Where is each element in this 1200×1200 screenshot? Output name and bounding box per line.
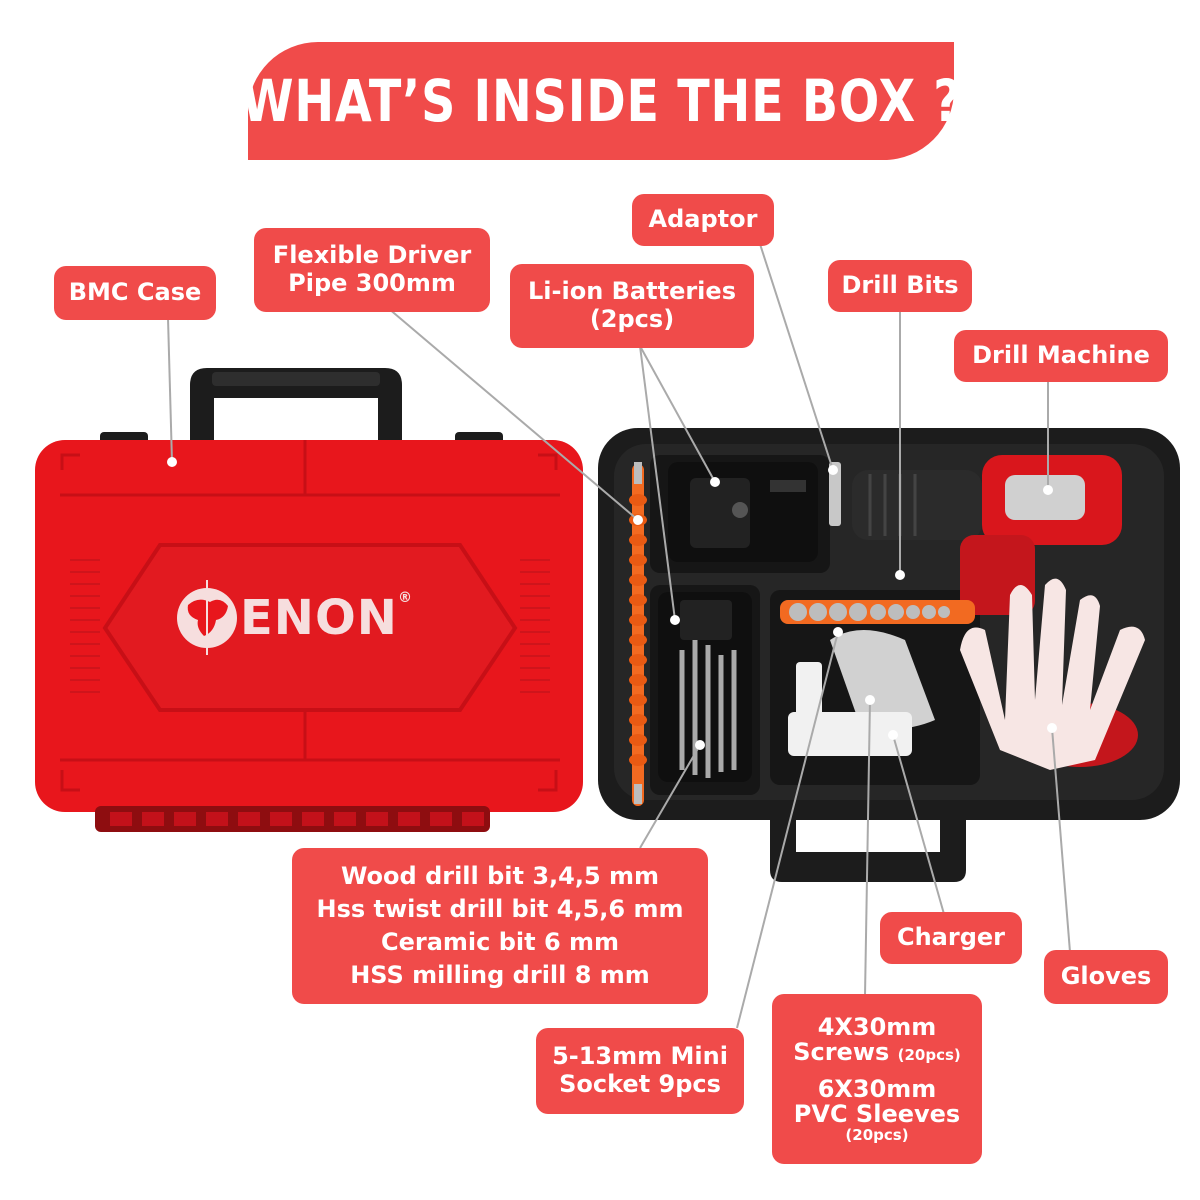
label-bmc-case: BMC Case <box>54 266 216 320</box>
open-case-handle <box>770 805 966 882</box>
label-mini-socket: 5-13mm Mini Socket 9pcs <box>536 1028 744 1114</box>
adaptor <box>829 462 841 526</box>
page-title: WHAT’S INSIDE THE BOX ? <box>240 67 962 135</box>
label-gloves: Gloves <box>1044 950 1168 1004</box>
enon-logo <box>177 580 237 655</box>
gloves <box>960 578 1145 770</box>
battery-1 <box>668 462 818 562</box>
label-bit-set: Wood drill bit 3,4,5 mm Hss twist drill … <box>292 848 708 1004</box>
label-drill-machine: Drill Machine <box>954 330 1168 382</box>
mini-socket-rail <box>780 600 975 624</box>
title-banner: WHAT’S INSIDE THE BOX ? <box>241 42 960 160</box>
label-drill-bits: Drill Bits <box>828 260 972 312</box>
registered-mark: ® <box>397 590 413 606</box>
label-flexible-driver-pipe: Flexible Driver Pipe 300mm <box>254 228 490 312</box>
screws-sleeves-bag <box>830 630 935 729</box>
charger <box>788 712 912 756</box>
open-case <box>598 428 1180 882</box>
brand-name: ENON <box>240 590 398 646</box>
label-screws-sleeves: 4X30mm Screws (20pcs) 6X30mm PVC Sleeves… <box>772 994 982 1164</box>
label-adaptor: Adaptor <box>632 194 774 246</box>
brand-wordmark: ENON® <box>240 590 413 646</box>
label-li-ion-batteries: Li-ion Batteries (2pcs) <box>510 264 754 348</box>
label-charger: Charger <box>880 912 1022 964</box>
leader-lines <box>167 243 1071 1029</box>
closed-case <box>35 368 583 832</box>
leader-dots <box>167 457 1057 750</box>
